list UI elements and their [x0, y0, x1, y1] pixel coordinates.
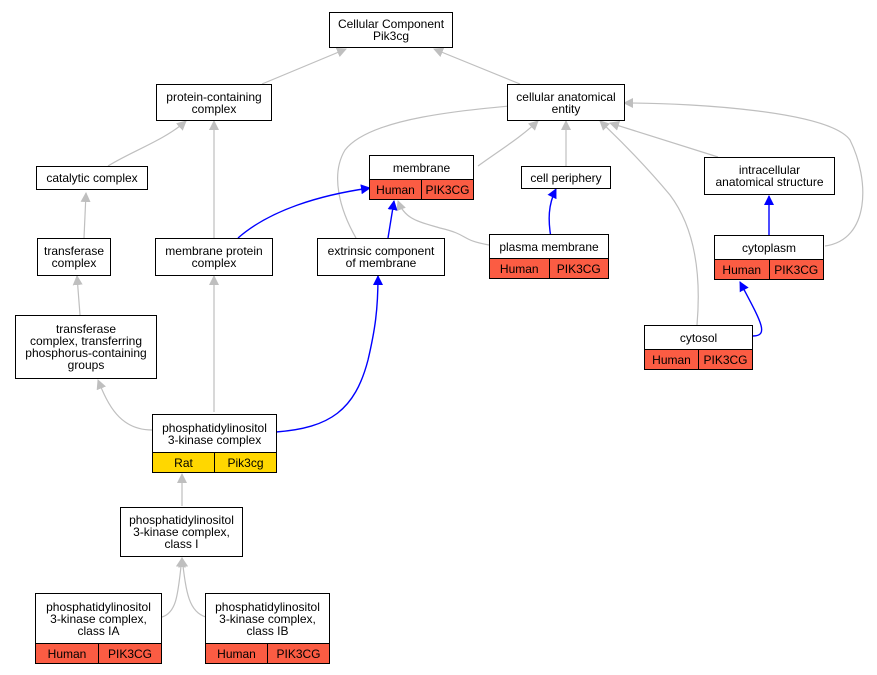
node-transferase-complex-phosphorus[interactable]: transferase complex, transferring phosph… [15, 315, 157, 379]
gene-tag: PIK3CG [548, 259, 609, 278]
node-label: cell periphery [530, 170, 602, 185]
node-label: membrane protein complex [165, 244, 263, 270]
annotation-row: Rat Pik3cg [153, 452, 276, 472]
annotation-row: Human PIK3CG [645, 349, 752, 369]
edge-intracellular-to-anatomical-entity [609, 120, 719, 158]
edge-anatomical-entity-to-root [433, 47, 521, 85]
node-membrane[interactable]: membrane Human PIK3CG [369, 155, 474, 200]
annotation-row: Human PIK3CG [370, 179, 473, 199]
species-tag: Human [722, 262, 762, 277]
node-label: phosphatidylinositol 3-kinase complex [162, 420, 267, 447]
edge-cytosol-part-of-cytoplasm [739, 281, 763, 337]
gene-tag: PIK3CG [267, 644, 329, 663]
node-transferase-complex[interactable]: transferase complex [37, 238, 111, 276]
node-intracellular-anatomical-structure[interactable]: intracellular anatomical structure [704, 157, 835, 195]
edge-pi3k-part-of-extrinsic [275, 275, 383, 433]
node-label: membrane [392, 160, 451, 175]
edge-extrinsic-to-anatomical-entity [337, 98, 545, 239]
species-tag: Rat [174, 455, 193, 470]
node-label: extrinsic component of membrane [327, 244, 435, 270]
node-catalytic-complex[interactable]: catalytic complex [36, 166, 148, 190]
node-label: transferase complex, transferring phosph… [25, 322, 147, 372]
node-extrinsic-component-of-membrane[interactable]: extrinsic component of membrane [317, 238, 445, 276]
node-label: phosphatidylinositol 3-kinase complex, c… [129, 513, 234, 551]
node-cellular-component-pik3cg[interactable]: Cellular Component Pik3cg [329, 12, 453, 48]
species-tag: Human [376, 182, 415, 197]
node-label: phosphatidylinositol 3-kinase complex, c… [46, 599, 151, 638]
edge-extrinsic-part-of-membrane [387, 200, 398, 239]
species-tag: Human [217, 646, 256, 661]
annotation-row: Human PIK3CG [36, 643, 161, 663]
edge-cytosol-to-anatomical-entity [599, 120, 699, 326]
gene-tag: PIK3CG [768, 260, 824, 279]
annotation-row: Human PIK3CG [490, 258, 608, 278]
edge-membrane-to-anatomical-entity [477, 120, 539, 167]
node-pi3k-complex-class-ib[interactable]: phosphatidylinositol 3-kinase complex, c… [205, 593, 330, 664]
node-label: transferase complex [43, 244, 105, 270]
edge-membrane-protein-part-of-membrane [237, 184, 371, 239]
gene-tag: PIK3CG [698, 350, 752, 369]
node-label: plasma membrane [499, 239, 599, 254]
node-plasma-membrane[interactable]: plasma membrane Human PIK3CG [489, 234, 609, 279]
edge-catalytic-to-protein-complex [107, 120, 187, 167]
gene-tag: PIK3CG [98, 644, 161, 663]
species-tag: Human [47, 646, 87, 661]
node-label: cellular anatomical entity [516, 89, 616, 116]
gene-tag: Pik3cg [214, 453, 276, 472]
node-cellular-anatomical-entity[interactable]: cellular anatomical entity [507, 84, 625, 121]
gene-tag: PIK3CG [421, 180, 473, 199]
node-cell-periphery[interactable]: cell periphery [521, 166, 611, 189]
edge-plasma-membrane-part-of-periphery [547, 188, 557, 239]
edge-transferase-phos-to-transferase [72, 275, 83, 316]
edge-pi3k-to-transferase-phos [96, 379, 153, 431]
edge-class1b-to-class1 [178, 557, 207, 618]
edge-transferase-to-catalytic [80, 192, 91, 239]
node-label: Cellular Component Pik3cg [337, 17, 445, 43]
edge-cytoplasm-to-anatomical-entity [623, 98, 864, 247]
node-label: cytosol [679, 330, 718, 345]
node-cytoplasm[interactable]: cytoplasm Human PIK3CG [714, 235, 824, 280]
annotation-row: Human PIK3CG [715, 259, 823, 279]
species-tag: Human [652, 352, 691, 367]
node-label: intracellular anatomical structure [715, 163, 824, 189]
node-label: catalytic complex [46, 171, 138, 185]
node-pi3k-complex[interactable]: phosphatidylinositol 3-kinase complex Ra… [152, 414, 277, 473]
node-label: cytoplasm [741, 240, 797, 255]
node-label: protein-containing complex [166, 89, 262, 116]
node-pi3k-complex-class-i[interactable]: phosphatidylinositol 3-kinase complex, c… [120, 507, 243, 557]
species-tag: Human [499, 261, 539, 276]
node-membrane-protein-complex[interactable]: membrane protein complex [155, 238, 273, 276]
annotation-row: Human PIK3CG [206, 643, 329, 663]
edge-class1a-to-class1 [161, 557, 186, 618]
edge-protein-complex-to-root [261, 47, 347, 85]
node-label: phosphatidylinositol 3-kinase complex, c… [215, 599, 320, 638]
node-protein-containing-complex[interactable]: protein-containing complex [156, 84, 272, 121]
node-cytosol[interactable]: cytosol Human PIK3CG [644, 325, 753, 370]
node-pi3k-complex-class-ia[interactable]: phosphatidylinositol 3-kinase complex, c… [35, 593, 162, 664]
edge-plasma-membrane-to-membrane [396, 200, 490, 246]
